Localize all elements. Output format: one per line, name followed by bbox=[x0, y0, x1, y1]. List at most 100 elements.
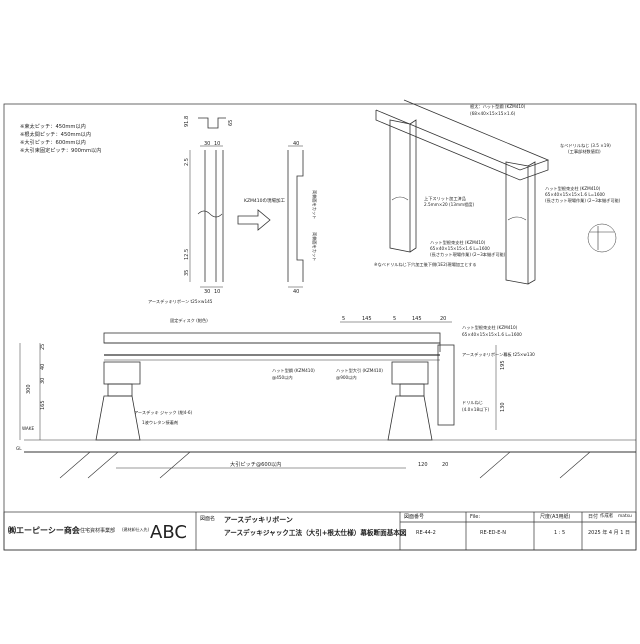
note-line: ※束太ピッチ：450mm以内 bbox=[20, 122, 86, 130]
drawing-name-label: 図面名 bbox=[200, 516, 216, 522]
fascia-board bbox=[437, 344, 455, 426]
label-beam: 根太：ハット型鋼 (KZM410) bbox=[470, 103, 526, 110]
scale-label: 尺度(A3用紙) bbox=[540, 514, 571, 520]
dim-left-2: 40 bbox=[40, 364, 46, 370]
label-rail: なべドリルねじ (3.5 ×19) bbox=[560, 142, 611, 149]
label-post-right-note: (長さカット現場作業) (2~3本継ぎ可能) bbox=[545, 197, 621, 204]
dim-bottom: 35 bbox=[184, 270, 190, 276]
label-slit-spec: 2.5mm×20 (13mm程度) bbox=[424, 201, 474, 208]
process-label: KZM410の現場加工 bbox=[244, 197, 286, 204]
label-hat-2: ハット型大引 (KZM410) bbox=[336, 367, 383, 374]
dim-top: 2.5 bbox=[184, 158, 190, 166]
dim-top-5: 20 bbox=[440, 316, 446, 322]
drawing-no-label: 図面番号 bbox=[404, 514, 425, 520]
dim-40-top: 40 bbox=[293, 141, 299, 147]
maker-label: (建材卸仕入先) bbox=[122, 527, 150, 532]
label-slit: 上下スリット加工済品 bbox=[424, 195, 466, 202]
note-line: ※大引束固定ピッチ：900mm以内 bbox=[20, 146, 101, 154]
label-jack: アースデッキ ジャック (紺4-6) bbox=[134, 409, 193, 416]
label-post-right: ハット型根束支柱 (KZM410) bbox=[545, 185, 601, 192]
note-line: ※大引ピッチ：600mm以内 bbox=[20, 138, 86, 146]
date-value: 2025 年 4 月 1 日 bbox=[588, 530, 631, 536]
dim-w1: 30 bbox=[204, 141, 210, 147]
drawing-no: RE-44-2 bbox=[416, 530, 436, 536]
dim-left-4: 165 bbox=[40, 400, 46, 410]
dim-top-3: 5 bbox=[393, 316, 396, 322]
author-label: 作成者 bbox=[600, 514, 614, 519]
dim-left-3: 30 bbox=[40, 378, 46, 384]
dim-top-1: 5 bbox=[342, 316, 345, 322]
dim-height: 91.8 bbox=[184, 116, 190, 127]
drawing-title: アースデッキジャック工法（大引+根太仕様）幕板断面基本図 bbox=[224, 529, 407, 537]
iso-bottom-note: ※なべドリルねじ下穴加工後下側(1E2)現場加工とする bbox=[374, 261, 477, 268]
title-block-grid bbox=[3, 511, 637, 551]
label-deck: アースデッキリボーン t25×w145 bbox=[148, 298, 213, 305]
dim-top-2: 145 bbox=[362, 316, 372, 322]
title-block: ㈱エーピーシー商会 住宅資材事業部 (建材卸仕入先) 図面名 アースデッキリボー… bbox=[4, 512, 636, 550]
label-post-left-spec: 65×40×15×15×1.6 L=1600 bbox=[430, 246, 490, 251]
scale-value: 1 : 5 bbox=[554, 530, 566, 536]
label-neda: ハット型根束支柱 (KZM410) bbox=[462, 324, 518, 331]
dim-left-total: 300 bbox=[26, 384, 32, 394]
dim-top-4: 145 bbox=[412, 316, 422, 322]
label-urethane: 1液ウレタン接着剤 bbox=[142, 419, 178, 426]
abc-logo: ABC bbox=[150, 522, 187, 543]
product-name: アースデッキリボーン bbox=[224, 516, 293, 524]
spec-notes: ※束太ピッチ：450mm以内 ※根太間ピッチ：450mm以内 ※大引ピッチ：60… bbox=[20, 122, 101, 154]
bracket-detail-labels: 91.8 65 30 10 2.5 12.5 35 30 10 KZM410の現… bbox=[184, 116, 318, 295]
cut-label-1: 両側面をカット bbox=[311, 190, 318, 219]
label-hat-1-pitch: @450以内 bbox=[272, 374, 293, 381]
company-dept: 住宅資材事業部 bbox=[80, 528, 116, 534]
label-level: WAKE bbox=[22, 426, 35, 431]
dim-bottom-1: 120 bbox=[418, 462, 428, 468]
section-labels: 5 145 5 145 20 25 40 30 165 300 195 130 … bbox=[16, 298, 535, 468]
date-label: 日付 bbox=[588, 514, 599, 520]
file-label: File: bbox=[470, 514, 481, 520]
cut-profile bbox=[287, 150, 304, 282]
dim-w1-bottom: 30 bbox=[204, 289, 210, 295]
logo-text: ABC bbox=[150, 522, 187, 543]
break-line bbox=[197, 210, 223, 218]
label-hat-2-pitch: @900以内 bbox=[336, 374, 357, 381]
label-fastener: 固定ディスク (紺色) bbox=[170, 317, 208, 324]
dim-w2-bottom: 10 bbox=[214, 289, 220, 295]
note-line: ※根太間ピッチ：450mm以内 bbox=[20, 130, 91, 138]
drawing-frame bbox=[3, 103, 637, 551]
section-view bbox=[19, 321, 636, 479]
process-arrow bbox=[237, 209, 271, 231]
label-hat-1: ハット型鋼 (KZM410) bbox=[272, 367, 315, 374]
iso-beam bbox=[375, 99, 550, 171]
bracket-detail bbox=[189, 117, 304, 288]
label-gl: GL bbox=[16, 446, 22, 451]
dim-bottom-2: 20 bbox=[442, 462, 448, 468]
label-rail-spec: (工事部材数値用) bbox=[568, 148, 601, 155]
screw-detail-circle bbox=[587, 223, 617, 253]
label-post-left: ハット型根束支柱 (KZM410) bbox=[430, 239, 486, 246]
company-name: ㈱エーピーシー商会 bbox=[8, 526, 80, 535]
hat-profile-top bbox=[198, 117, 226, 129]
dim-40-bottom: 40 bbox=[293, 289, 299, 295]
hat-profile-side bbox=[204, 150, 224, 282]
label-beam-spec: (68×40×15×15×1.6) bbox=[470, 111, 516, 116]
dim-w2: 10 bbox=[214, 141, 220, 147]
file-value: RE-ED-E-N bbox=[480, 530, 506, 536]
cut-label-2: 両側面をカット bbox=[311, 232, 318, 261]
dim-right-2: 130 bbox=[500, 402, 506, 412]
author: matsu bbox=[618, 514, 632, 519]
dim-mid: 12.5 bbox=[184, 249, 190, 260]
label-post-left-note: (長さカット現場作業) (2~3本継ぎ可能) bbox=[430, 251, 506, 258]
pitch-label: 大引ピッチ@600以内 bbox=[230, 460, 281, 468]
label-fascia: アースデッキリボーン幕板 t25×w130 bbox=[462, 351, 535, 358]
dim-left-1: 25 bbox=[40, 344, 46, 350]
ground-hatch bbox=[59, 451, 591, 479]
isometric-view bbox=[375, 99, 617, 285]
label-screw: ドリルねじ bbox=[462, 400, 483, 406]
iso-labels: 根太：ハット型鋼 (KZM410) (68×40×15×15×1.6) なべドリ… bbox=[374, 103, 621, 268]
dim-right-1: 195 bbox=[500, 360, 506, 370]
dim-height2: 65 bbox=[228, 120, 234, 126]
label-screw-spec: (4.0×18以下) bbox=[462, 407, 490, 413]
label-neda-spec: 65×40×15×15×1.6 L=1600 bbox=[462, 332, 522, 337]
label-post-right-spec: 65×40×15×15×1.6 L=1600 bbox=[545, 192, 605, 197]
